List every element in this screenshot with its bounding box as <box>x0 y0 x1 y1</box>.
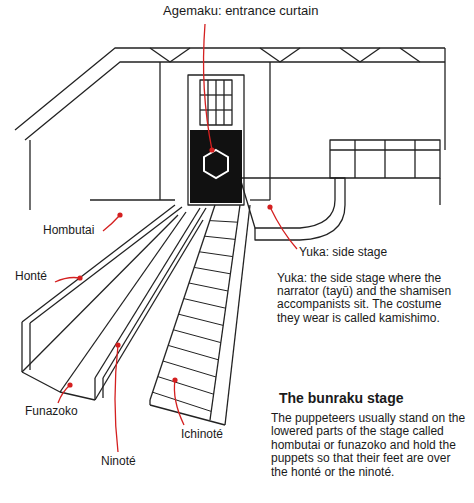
part-label: Honté <box>14 270 48 283</box>
part-label: Ichinoté <box>180 428 224 441</box>
diagram-title: The bunraku stage <box>278 391 404 406</box>
caption-text: The puppeteers usually stand on the lowe… <box>270 412 468 479</box>
part-label: Agemaku: entrance curtain <box>162 4 319 18</box>
part-label: Ninoté <box>100 455 137 468</box>
part-label: Hombutai <box>42 224 95 237</box>
part-label: Yuka: side stage <box>298 246 388 259</box>
part-label: Funazoko <box>24 405 79 418</box>
note-text: Yuka: the side stage where the narrator … <box>276 272 468 325</box>
